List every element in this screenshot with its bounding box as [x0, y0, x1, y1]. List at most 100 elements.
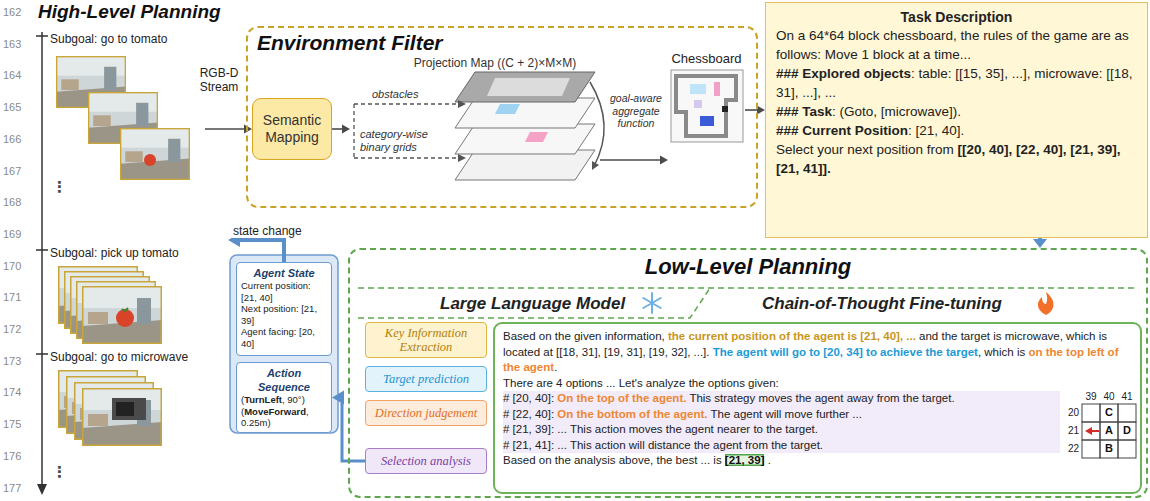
- snowflake-icon: [643, 293, 660, 313]
- dashed-arrow: [354, 104, 458, 158]
- line-number: 176: [3, 450, 21, 463]
- map-patch: [525, 132, 548, 142]
- subgoal-group: Subgoal: go to microwave: [48, 350, 205, 465]
- grid-cell: [1100, 404, 1118, 422]
- note-title: Task Description: [776, 8, 1137, 26]
- line-number: 166: [3, 133, 21, 146]
- cell-letter: A: [1100, 424, 1118, 437]
- panel-heading: Chain-of-Thought Fine-tuning: [762, 293, 1002, 314]
- projection-map: Projection Map ((C + 2)×M×M): [350, 56, 600, 198]
- step-label: Direction judgement: [375, 406, 478, 420]
- grid-cell: [1100, 422, 1118, 440]
- note-text: ### Explored objects: table: [[15, 35], …: [776, 64, 1137, 102]
- state-box: Agent StateCurrent position: [21, 40]Nex…: [236, 262, 332, 356]
- map-title: Chessboard: [668, 48, 745, 67]
- arrow-head: [592, 161, 599, 170]
- subgoal-label: Subgoal: pick up tomato: [48, 246, 205, 261]
- option-grid: [1082, 404, 1136, 458]
- line-number: 174: [3, 386, 21, 399]
- map-object: [690, 84, 706, 94]
- action-box: Action Sequence(TurnLeft, 90°)(MoveForwa…: [236, 362, 332, 433]
- connector: [1033, 238, 1047, 248]
- ellipsis: ⋮: [52, 178, 67, 196]
- panel-heading: Large Language Model: [440, 293, 625, 314]
- map-layer: [455, 72, 595, 102]
- process-label: Semantic Mapping: [255, 112, 329, 146]
- chessboard: Chessboard: [668, 48, 745, 176]
- highlight: ### Task: [776, 104, 832, 119]
- grid-coordinate: 21: [1062, 425, 1079, 437]
- map-object: [700, 116, 714, 126]
- region-title: High-Level Planning: [36, 0, 228, 24]
- line-number: 167: [3, 165, 21, 178]
- highlight: ### Current Position: [776, 123, 908, 138]
- camera-frame: [120, 128, 190, 180]
- cell-letter: B: [1100, 442, 1118, 455]
- grid-cell: [1118, 440, 1136, 458]
- map-object: [694, 100, 702, 108]
- arrow-head: [458, 154, 466, 162]
- state-field: Current position: [21, 40]: [241, 280, 327, 303]
- note-box: Task DescriptionOn a 64*64 block chessbo…: [765, 2, 1148, 238]
- subgoal-group: Subgoal: go to tomato: [48, 32, 205, 195]
- connector-line: [236, 240, 284, 262]
- ellipsis: ⋮: [52, 463, 67, 481]
- timeline-tick: [36, 36, 48, 354]
- line-number: 177: [3, 482, 21, 495]
- tomato: [116, 309, 134, 327]
- line-number: 169: [3, 228, 21, 241]
- camera-frame: [82, 388, 162, 446]
- move-arrow-head: [1085, 427, 1092, 435]
- cell-letter: C: [1100, 406, 1118, 419]
- step-label: Target prediction: [383, 372, 469, 386]
- arrow-head: [1033, 239, 1047, 248]
- timeline-head: [37, 484, 47, 495]
- option-text: # [21, 39]: ... This action moves the ag…: [503, 422, 1060, 438]
- function-label: goal-aware aggregate function: [606, 92, 666, 130]
- arrow-head: [757, 106, 765, 115]
- line-number: 172: [3, 323, 21, 336]
- option-text: # [21, 41]: ... This action will distanc…: [503, 438, 1060, 454]
- step-box: Selection analysis: [365, 448, 487, 474]
- map-object: [714, 82, 720, 96]
- reasoning-box: Based on the given information, the curr…: [493, 322, 1142, 494]
- arrow-head: [458, 100, 466, 108]
- action-item: (MoveForward, 0.25m): [241, 406, 327, 429]
- cell-letter: D: [1118, 424, 1136, 437]
- connector: [205, 125, 252, 134]
- grid-cell: [1118, 404, 1136, 422]
- connector: [332, 125, 350, 134]
- highlight: The agent will go to [20, 34] to achieve…: [713, 346, 978, 358]
- step-label: Key Information Extraction: [370, 326, 482, 354]
- tomato-stem: [122, 308, 128, 311]
- map-patch: [487, 78, 570, 96]
- subgoal-group: Subgoal: pick up tomato: [48, 246, 205, 346]
- note-text: Select your next position from [[20, 40]…: [776, 140, 1137, 178]
- grid-cell: [1118, 422, 1136, 440]
- timeline: [41, 32, 43, 486]
- grid-coordinate: 41: [1118, 391, 1136, 403]
- connector-line: [600, 159, 662, 161]
- subgoal-label: Subgoal: go to tomato: [48, 32, 205, 47]
- line-number: 171: [3, 291, 21, 304]
- aggregate-arc: [590, 82, 604, 166]
- highlight: TurnLeft: [244, 394, 282, 405]
- note-text: On a 64*64 block chessboard, the rules o…: [776, 26, 1137, 64]
- subgoal-label: Subgoal: go to microwave: [48, 350, 205, 365]
- grid-cell: [1100, 440, 1118, 458]
- camera-frame: [82, 286, 162, 344]
- action-item: (TurnLeft, 90°): [241, 394, 327, 406]
- edge-label: RGB-D Stream: [196, 66, 242, 94]
- header-divider: [358, 288, 1138, 318]
- option-text: # [22, 40]: On the bottom of the agent. …: [503, 407, 1060, 423]
- highlight: On the bottom of the agent.: [557, 408, 707, 420]
- box-title: Agent State: [241, 266, 327, 280]
- arrow-head: [342, 125, 350, 134]
- highlight: MoveForward: [244, 406, 306, 417]
- grid-cell: [1082, 404, 1100, 422]
- note-text: ### Task: (Goto, [microwave]).: [776, 102, 1137, 121]
- state-field: Next position: [21, 39]: [241, 303, 327, 326]
- highlight: On the top of the agent.: [557, 392, 686, 404]
- map-object: [722, 106, 728, 112]
